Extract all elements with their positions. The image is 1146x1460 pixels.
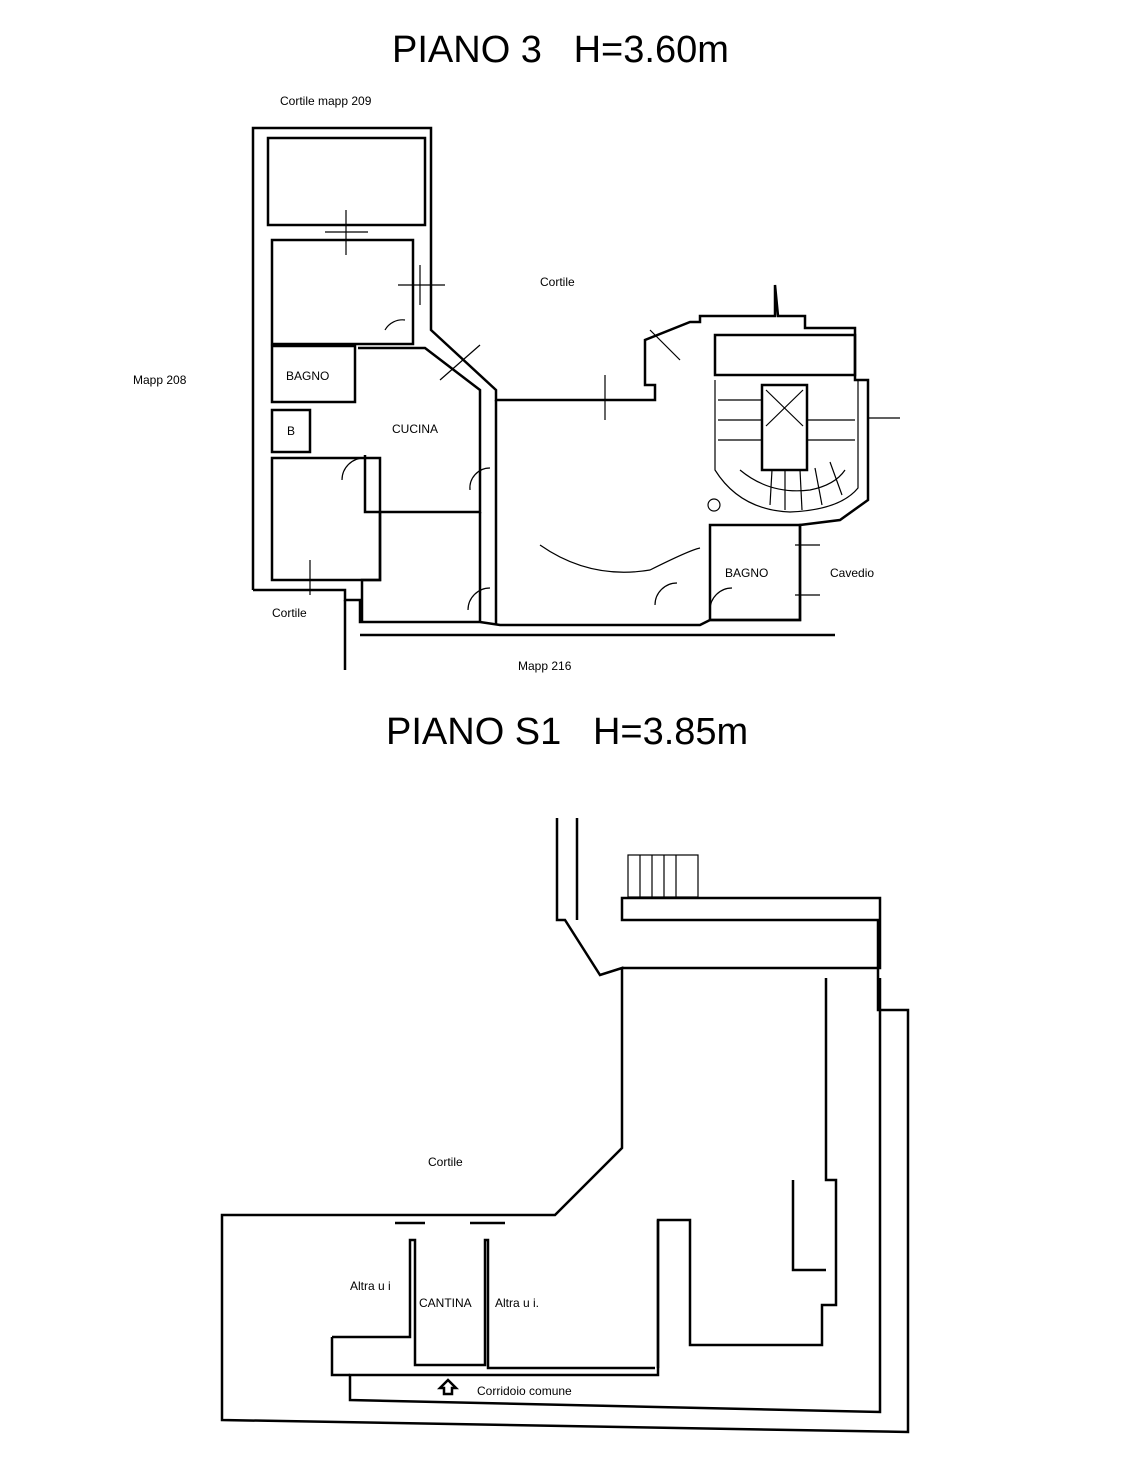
- label-cavedio: Cavedio: [830, 566, 874, 580]
- label-cucina: CUCINA: [392, 422, 438, 436]
- label-mapp-208: Mapp 208: [133, 373, 187, 387]
- floor3-plan: Cortile mapp 209 Cortile Mapp 208 BAGNO …: [133, 94, 900, 673]
- label-mapp-216: Mapp 216: [518, 659, 572, 673]
- label-cortile: Cortile: [540, 275, 575, 289]
- entrance-arrow-icon: [436, 1378, 460, 1396]
- label-corridoio-comune: Corridoio comune: [477, 1384, 572, 1398]
- basement-plan: Cortile Altra u i CANTINA Altra u i. Cor…: [220, 818, 910, 1434]
- label-bagno-2: BAGNO: [725, 566, 768, 580]
- label-b: B: [287, 424, 295, 438]
- label-altra-ui-right: Altra u i.: [495, 1296, 539, 1310]
- basement-title: PIANO S1 H=3.85m: [386, 711, 748, 753]
- label-cortile-sw: Cortile: [272, 606, 307, 620]
- label-cantina: CANTINA: [419, 1296, 472, 1310]
- label-cortile-mapp-209: Cortile mapp 209: [280, 94, 372, 108]
- label-altra-ui-left: Altra u i: [350, 1279, 391, 1293]
- label-cortile-s1: Cortile: [428, 1155, 463, 1169]
- label-bagno: BAGNO: [286, 369, 329, 383]
- floor3-title: PIANO 3 H=3.60m: [392, 29, 729, 71]
